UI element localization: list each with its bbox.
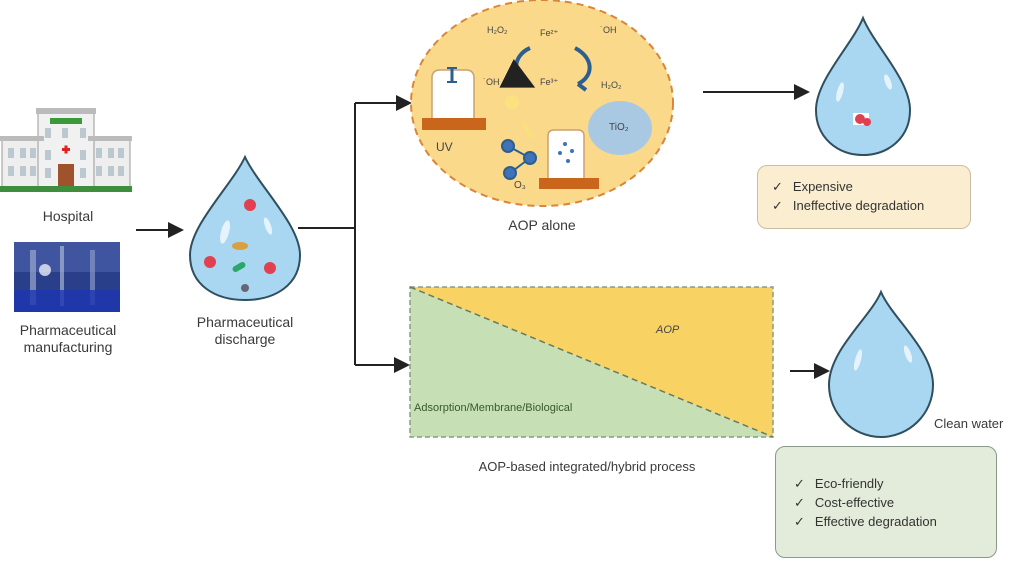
outcome-text: Eco-friendly (814, 476, 884, 491)
branch-connector (298, 95, 412, 373)
discharge-drop-icon (188, 154, 302, 302)
check-icon: ✓ (794, 514, 805, 529)
outcome-item: ✓ Ineffective degradation (772, 196, 956, 215)
outcome-text: Expensive (792, 179, 853, 194)
species-h2o2-mid: H₂O₂ (601, 80, 622, 90)
aop-alone-label: AOP alone (508, 217, 576, 233)
o3-label: O₃ (514, 180, 526, 191)
hybrid-label: AOP-based integrated/hybrid process (478, 459, 696, 474)
uv-lamp-icon (422, 67, 486, 130)
check-icon: ✓ (794, 476, 805, 491)
check-icon: ✓ (772, 198, 783, 213)
discharge-label: Pharmaceutical discharge (196, 314, 294, 347)
hospital-icon (0, 108, 132, 192)
hybrid-outcomes: ✓ Eco-friendly ✓ Cost-effective ✓ Effective… (775, 446, 997, 558)
uv-label: UV (436, 140, 453, 154)
species-fe3-mid: Fe³⁺ (540, 77, 559, 87)
aop-alone-ellipse (410, 0, 674, 207)
species-oh-mid: ˙OH (483, 77, 500, 87)
outcome-item: ✓ Cost-effective (794, 493, 978, 512)
outcome-text: Cost-effective (814, 495, 895, 510)
species-oh-top: ˙OH (600, 25, 617, 35)
tio2-catalyst (588, 101, 652, 155)
species-h2o2-top: H₂O₂ (487, 25, 508, 35)
tio2-label: TiO₂ (609, 122, 629, 133)
outcome-item: ✓ Effective degradation (794, 512, 978, 531)
outcome-item: ✓ Expensive (772, 177, 956, 196)
hybrid-other-label: Adsorption/Membrane/Biological (414, 402, 573, 414)
aop-alone-outcomes: ✓ Expensive ✓ Ineffective degradation (757, 165, 971, 229)
ozone-reactor-icon (539, 129, 599, 189)
species-fe2-top: Fe²⁺ (540, 28, 559, 38)
outcome-text: Ineffective degradation (792, 198, 925, 213)
manufacturing-label: Pharmaceutical manufacturing (19, 322, 117, 355)
outcome-item: ✓ Eco-friendly (794, 474, 978, 493)
clean-water-drop-icon (827, 289, 935, 439)
outcome-text: Effective degradation (814, 514, 937, 529)
check-icon: ✓ (772, 179, 783, 194)
hybrid-process-block (409, 286, 774, 438)
fenton-cycle-left-arrow (499, 46, 536, 88)
light-icon (505, 95, 519, 109)
hospital-label: Hospital (42, 208, 94, 224)
hybrid-aop-label: AOP (656, 324, 680, 336)
clean-water-label: Clean water (934, 416, 1004, 431)
fenton-cycle-right-arrow (573, 46, 592, 86)
ozone-molecule-icon (501, 139, 537, 180)
treated-drop-icon (814, 15, 912, 157)
check-icon: ✓ (794, 495, 805, 510)
manufacturing-photo (14, 242, 120, 312)
